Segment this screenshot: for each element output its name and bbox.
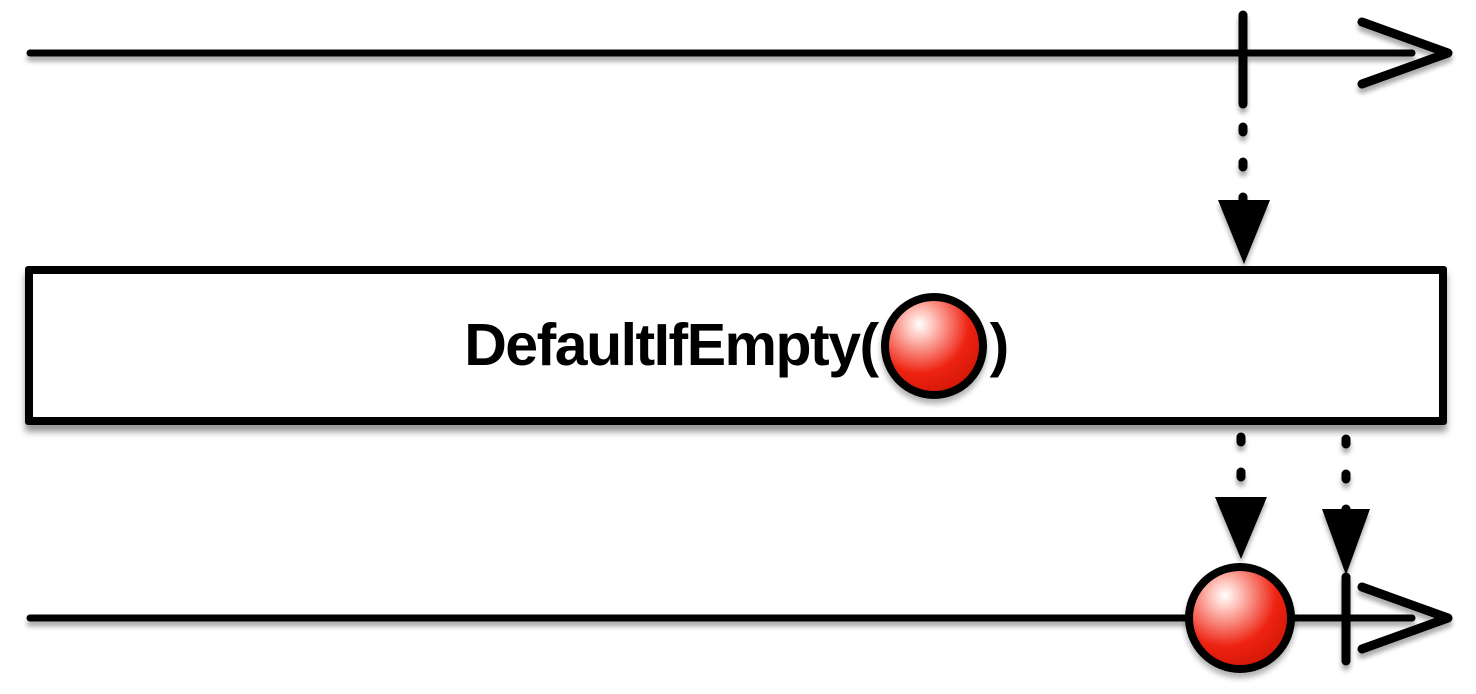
arrow-source-to-operator bbox=[1218, 122, 1270, 264]
down-arrowhead-icon bbox=[1218, 200, 1270, 264]
operator-box: DefaultIfEmpty( ) bbox=[25, 266, 1447, 425]
output-timeline bbox=[26, 572, 1453, 666]
arrow-operator-to-completion bbox=[1322, 434, 1370, 575]
operator-label-before: DefaultIfEmpty( bbox=[464, 312, 879, 378]
default-red-marble-icon bbox=[880, 292, 987, 399]
output-red-marble-icon bbox=[1185, 563, 1295, 673]
arrow-operator-to-marble bbox=[1215, 432, 1267, 559]
source-timeline bbox=[26, 10, 1453, 109]
output-arrowhead-icon bbox=[1357, 582, 1453, 654]
down-arrowhead-icon bbox=[1215, 497, 1267, 559]
source-arrowhead-icon bbox=[1357, 17, 1453, 89]
down-arrowhead-icon bbox=[1322, 509, 1370, 575]
operator-label-after: ) bbox=[989, 312, 1010, 378]
